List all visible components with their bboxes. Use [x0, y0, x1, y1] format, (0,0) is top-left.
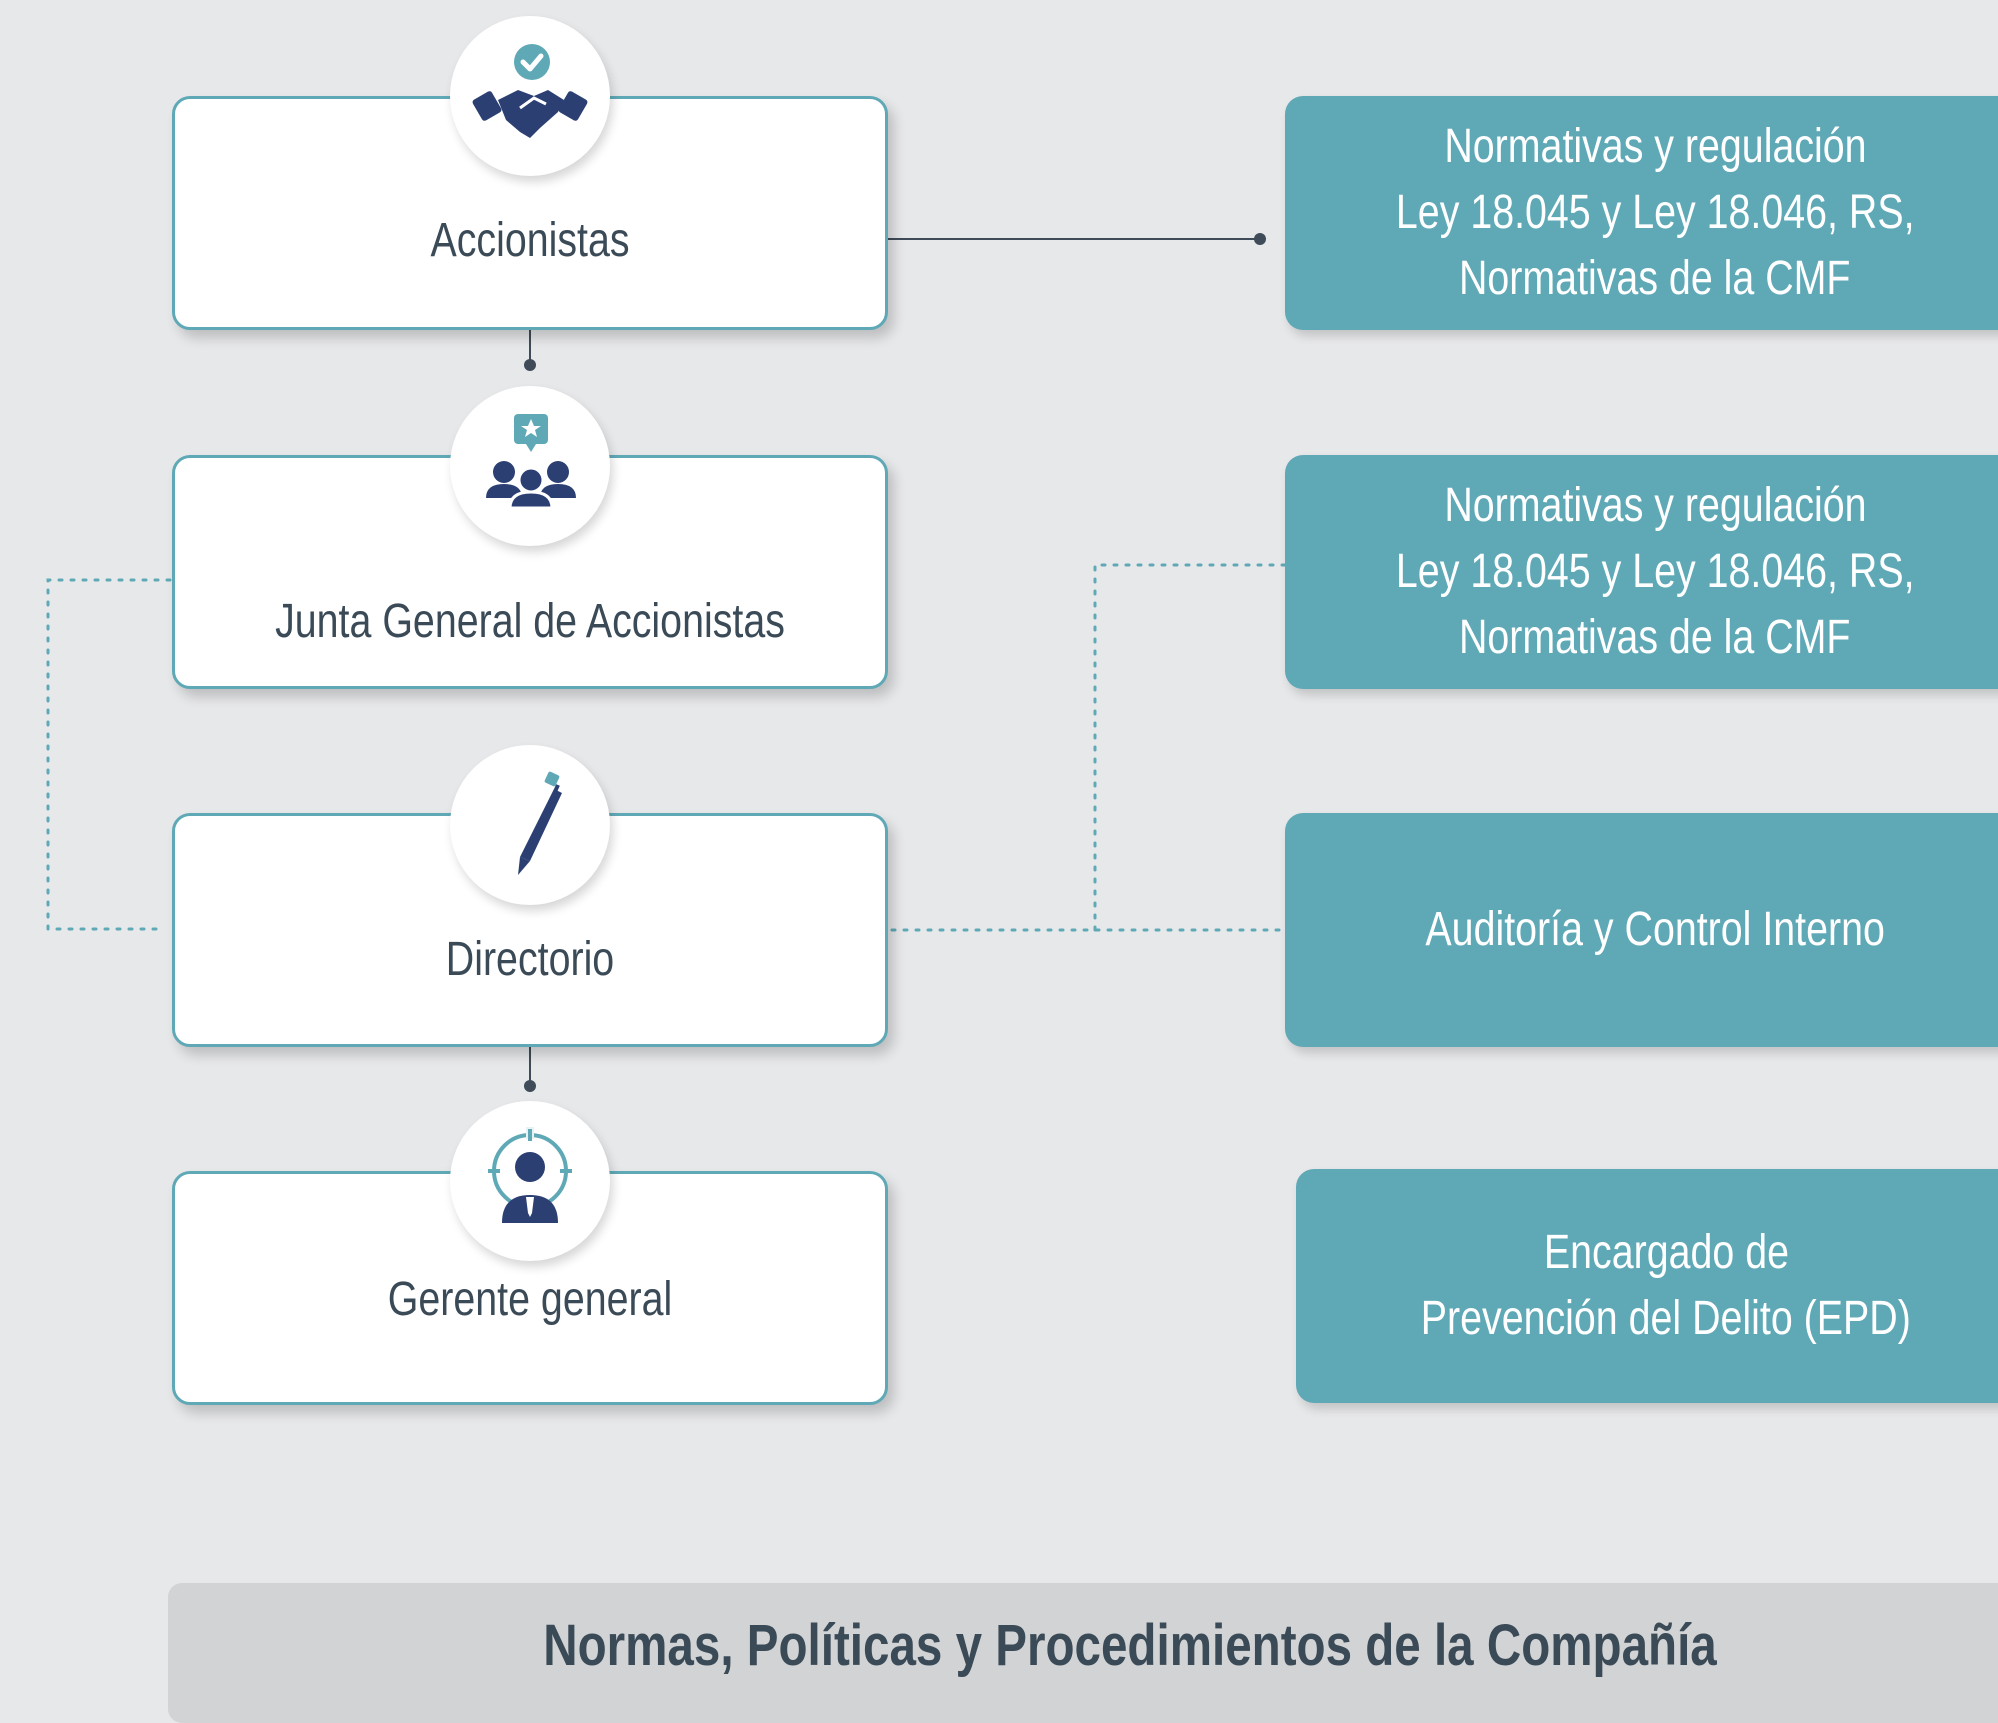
side-box-epd: Encargado de Prevención del Delito (EPD) [1296, 1169, 1998, 1403]
side-text: Normativas de la CMF [1459, 252, 1851, 305]
side-text: Auditoría y Control Interno [1425, 903, 1885, 956]
connector-dot [524, 1080, 536, 1092]
team-icon [450, 386, 610, 546]
side-text: Ley 18.045 y Ley 18.046, RS, [1395, 545, 1915, 598]
pen-icon [450, 745, 610, 905]
footer-label: Normas, Políticas y Procedimientos de la… [543, 1613, 1717, 1678]
side-text: Normativas y regulación [1443, 120, 1867, 173]
dotted-link-branch [1093, 563, 1287, 932]
side-text: Normativas y regulación [1443, 479, 1867, 532]
side-text: Prevención del Delito (EPD) [1420, 1292, 1912, 1345]
side-text: Ley 18.045 y Ley 18.046, RS, [1395, 186, 1915, 239]
node-junta-general: Junta General de Accionistas [172, 455, 888, 689]
connector-dot [1254, 233, 1266, 245]
node-label: Junta General de Accionistas [275, 595, 785, 648]
side-box-auditoria: Auditoría y Control Interno [1285, 813, 1998, 1047]
side-text: Normativas de la CMF [1459, 611, 1851, 664]
side-text: Encargado de [1543, 1226, 1789, 1279]
handshake-icon [450, 16, 610, 176]
node-label: Directorio [445, 933, 615, 986]
manager-target-icon [450, 1101, 610, 1261]
node-label: Accionistas [430, 214, 630, 267]
node-directorio: Directorio [172, 813, 888, 1047]
side-box-normativas-1: Normativas y regulación Ley 18.045 y Ley… [1285, 96, 1998, 330]
connector-dot [524, 359, 536, 371]
side-box-normativas-2: Normativas y regulación Ley 18.045 y Ley… [1285, 455, 1998, 689]
dotted-link-junta-directorio [46, 578, 172, 931]
node-label: Gerente general [387, 1273, 673, 1326]
